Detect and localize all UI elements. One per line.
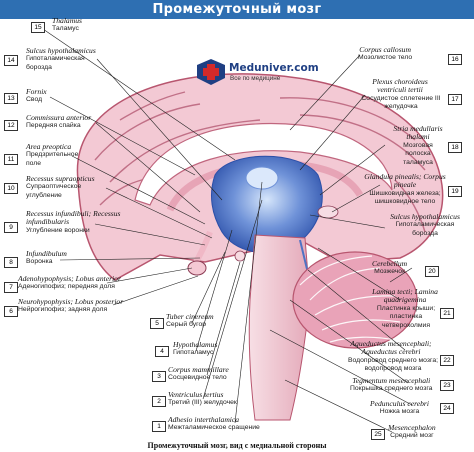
corpus-callosum <box>134 122 393 206</box>
label-number: 4 <box>155 346 169 357</box>
label-number: 9 <box>4 222 18 233</box>
medical-cross-icon <box>197 59 225 85</box>
label-number: 5 <box>150 318 164 329</box>
logo-brand: Meduniver.com <box>229 62 319 74</box>
label-number: 19 <box>448 186 462 197</box>
figure-caption: Промежуточный мозг, вид с медиальной сто… <box>147 441 327 450</box>
adhesio-interthalamica <box>245 166 279 190</box>
label-number: 25 <box>371 429 385 440</box>
label-number: 22 <box>440 355 454 366</box>
label-recessus-infundibuli: Recessus infundibuli; Recessus infundibu… <box>26 209 121 234</box>
label-number: 8 <box>4 257 18 268</box>
label-number: 11 <box>4 154 18 165</box>
gyri-pattern <box>94 91 426 233</box>
mammillary-body <box>234 250 246 262</box>
label-number: 7 <box>4 282 18 293</box>
label-number: 13 <box>4 93 18 104</box>
label-number: 1 <box>152 421 166 432</box>
label-number: 21 <box>440 308 454 319</box>
hypophysis <box>187 260 207 276</box>
pineal-gland <box>317 205 339 219</box>
label-number: 3 <box>152 371 166 382</box>
page-title: Промежуточный мозг <box>0 0 474 19</box>
label-number: 23 <box>440 380 454 391</box>
infundibulum <box>193 230 213 264</box>
label-number: 17 <box>448 94 462 105</box>
label-number: 18 <box>448 142 462 153</box>
label-number: 10 <box>4 183 18 194</box>
label-aqueductus: Aqueductus mesencephali; Aqueductus cere… <box>348 339 438 373</box>
label-number: 2 <box>152 396 166 407</box>
label-number: 6 <box>4 306 18 317</box>
label-number: 16 <box>448 54 462 65</box>
leader-lines <box>39 26 413 433</box>
meduniver-logo[interactable]: Meduniver.com Все по медицине <box>196 58 319 91</box>
brainstem <box>248 234 311 421</box>
label-number: 20 <box>425 266 439 277</box>
logo-tagline: Все по медицине <box>230 75 281 82</box>
label-number: 12 <box>4 120 18 131</box>
label-number: 14 <box>4 55 18 66</box>
label-number: 24 <box>440 403 454 414</box>
label-number: 15 <box>31 22 45 33</box>
